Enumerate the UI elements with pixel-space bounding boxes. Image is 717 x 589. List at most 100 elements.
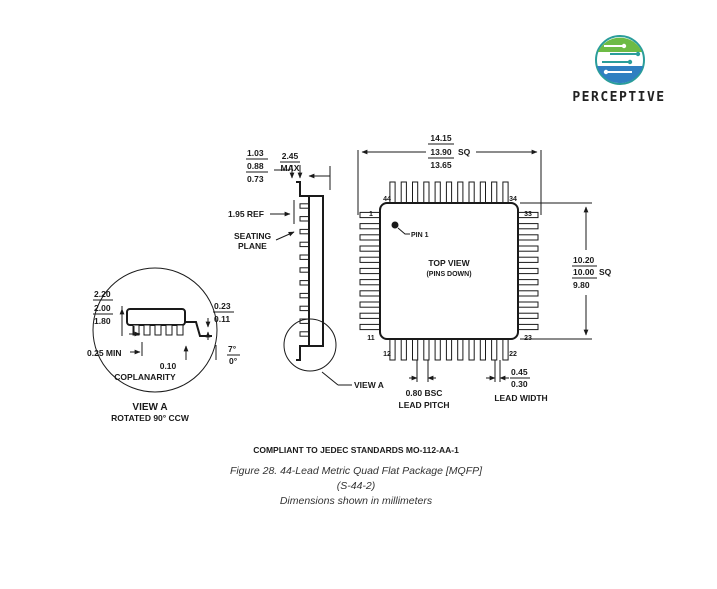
- right-lead: [517, 279, 539, 286]
- pin-number-22: 22: [509, 351, 517, 358]
- offset-nom: 0.88: [247, 161, 264, 171]
- detail-view-a: 2.20 2.00 1.80 0.23 0.11 0.25 MIN 0.10 C…: [87, 267, 240, 423]
- detail-lead: [154, 324, 162, 336]
- side-leads: [299, 203, 310, 337]
- bottom-leads: [389, 338, 509, 361]
- detail-height-max: 2.20: [94, 289, 111, 299]
- detail-height-min: 1.80: [94, 316, 111, 326]
- angle-min: 0°: [229, 356, 238, 366]
- detail-lead: [143, 324, 151, 336]
- seating-plane-line2: PLANE: [238, 241, 267, 251]
- detail-lead: [165, 324, 173, 336]
- detail-body: [126, 308, 186, 326]
- side-lead: [299, 267, 310, 273]
- min-dim: 0.25 MIN: [87, 348, 122, 358]
- lead-thickness-max: 0.23: [214, 301, 231, 311]
- pin-number-11: 11: [367, 335, 375, 342]
- top-leads: [389, 181, 509, 204]
- side-lead: [299, 228, 310, 235]
- left-lead: [359, 323, 381, 331]
- pin-number-1: 1: [369, 211, 373, 218]
- brand-logo: PERCEPTIVE: [572, 35, 665, 105]
- right-lead: [517, 267, 539, 275]
- detail-height-nom: 2.00: [94, 303, 111, 313]
- pin1-dot: [391, 221, 399, 229]
- circuit-globe-icon: [595, 35, 645, 85]
- top-lead: [479, 181, 486, 204]
- view-a-pointer: VIEW A: [354, 380, 384, 390]
- left-lead: [359, 256, 381, 263]
- right-lead: [517, 290, 539, 297]
- side-lead: [299, 280, 310, 286]
- top-lead: [434, 181, 441, 204]
- pin-number-44: 44: [383, 196, 391, 203]
- view-a-circle: [283, 318, 337, 372]
- top-lead: [502, 181, 509, 204]
- left-lead: [359, 234, 381, 241]
- detail-subtitle: ROTATED 90° CCW: [111, 413, 190, 423]
- bottom-lead: [457, 338, 464, 361]
- width-sq: SQ: [458, 147, 471, 157]
- width-nom: 13.90: [430, 147, 452, 157]
- bottom-lead: [468, 338, 475, 361]
- figure-footer: COMPLIANT TO JEDEC STANDARDS MO-112-AA-1…: [230, 445, 483, 507]
- coplanarity-label: COPLANARITY: [114, 372, 176, 382]
- side-lead: [299, 241, 310, 248]
- left-lead: [359, 267, 381, 275]
- height-max-label: MAX: [281, 163, 300, 173]
- detail-circle: [92, 267, 218, 393]
- top-view: PIN 1 TOP VIEW (PINS DOWN) 1 11 12 22 23…: [357, 133, 612, 410]
- seating-plane-line1: SEATING: [234, 231, 272, 241]
- left-lead: [359, 279, 381, 286]
- side-body: [308, 195, 324, 347]
- pin-number-33: 33: [524, 211, 532, 218]
- figure-units-note: Dimensions shown in millimeters: [280, 495, 433, 507]
- side-lead: [299, 216, 310, 222]
- side-lead: [299, 305, 310, 312]
- detail-lead: [176, 324, 184, 336]
- side-view: VIEW A 1.03 0.88 0.73 2.45 MAX 1.95 REF …: [228, 148, 384, 390]
- bottom-lead: [445, 338, 453, 361]
- top-lead: [457, 181, 464, 204]
- pin-number-34: 34: [509, 196, 517, 203]
- bottom-lead: [423, 338, 430, 361]
- bottom-lead: [412, 338, 419, 361]
- top-view-title: TOP VIEW: [428, 258, 470, 268]
- height-max: 10.20: [573, 255, 595, 265]
- right-lead: [517, 256, 539, 263]
- left-lead: [359, 245, 381, 252]
- side-lead: [299, 254, 310, 260]
- right-lead: [517, 323, 539, 331]
- bottom-lead: [400, 338, 407, 361]
- side-lead: [299, 292, 310, 299]
- side-lead: [299, 331, 310, 337]
- right-lead: [517, 234, 539, 241]
- package-body: [379, 202, 519, 340]
- jedec-standard: COMPLIANT TO JEDEC STANDARDS MO-112-AA-1: [253, 445, 459, 455]
- left-leads: [359, 211, 381, 331]
- right-leads: [517, 211, 539, 331]
- detail-leads: [132, 324, 184, 336]
- right-lead: [517, 245, 539, 252]
- lead-width-max: 0.45: [511, 367, 528, 377]
- figure-package-code: (S-44-2): [337, 480, 376, 492]
- top-lead: [400, 181, 407, 204]
- width-max: 14.15: [430, 133, 452, 143]
- lead-pitch-label: LEAD PITCH: [399, 400, 450, 410]
- top-lead: [412, 181, 419, 204]
- side-lead: [299, 203, 310, 209]
- height-max-value: 2.45: [282, 151, 299, 161]
- brand-name: PERCEPTIVE: [572, 90, 665, 105]
- pin1-label: PIN 1: [411, 232, 429, 239]
- top-lead: [423, 181, 430, 204]
- bottom-lead: [479, 338, 486, 361]
- height-sq: SQ: [599, 267, 612, 277]
- top-lead: [445, 181, 453, 204]
- lead-width-min: 0.30: [511, 379, 528, 389]
- offset-min: 0.73: [247, 174, 264, 184]
- pin-number-12: 12: [383, 351, 391, 358]
- coplanarity-value: 0.10: [160, 361, 177, 371]
- left-lead: [359, 223, 381, 230]
- height-min: 9.80: [573, 280, 590, 290]
